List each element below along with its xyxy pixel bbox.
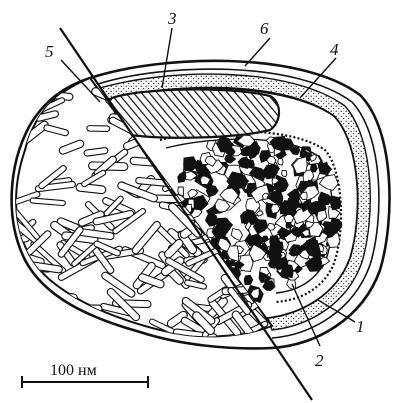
- scale-bar: 100 нм: [22, 362, 148, 388]
- rod-crystal: [1, 66, 32, 87]
- callout-5: 5: [45, 42, 54, 61]
- hatched-inclusion: [106, 89, 279, 137]
- rod-crystal: [4, 333, 32, 344]
- granule: [311, 164, 318, 172]
- callout-2: 2: [315, 351, 324, 370]
- granule: [282, 170, 287, 176]
- rod-crystal: [21, 79, 54, 102]
- granule: [286, 223, 292, 229]
- granule: [244, 275, 253, 284]
- granule: [331, 196, 341, 210]
- rod-crystal: [10, 291, 35, 304]
- rod-crystal: [77, 332, 100, 345]
- callout-4: 4: [330, 40, 339, 59]
- callout-3: 3: [167, 9, 177, 28]
- rod-crystal: [87, 126, 110, 132]
- granule: [278, 159, 283, 166]
- callout-1: 1: [356, 317, 365, 336]
- scale-bar-label: 100 нм: [50, 362, 97, 379]
- callout-6: 6: [260, 19, 269, 38]
- rod-crystal: [11, 56, 45, 94]
- granule: [284, 215, 294, 223]
- rod-crystal: [14, 101, 35, 122]
- granule: [267, 223, 275, 230]
- rod-crystal: [1, 310, 30, 328]
